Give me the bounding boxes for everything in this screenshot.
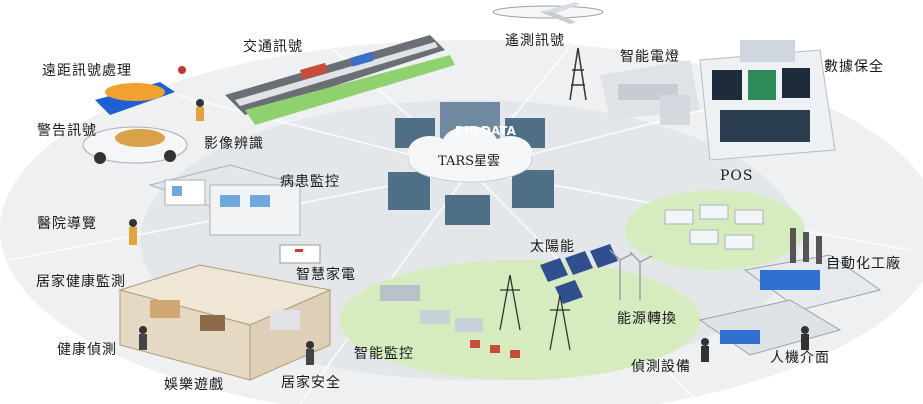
label-data-security: 數據保全 <box>824 59 884 75</box>
label-warning-signal: 警告訊號 <box>37 123 97 139</box>
label-detection-device: 偵測設備 <box>631 359 691 375</box>
label-energy-conversion: 能源轉換 <box>617 311 677 327</box>
label-automated-factory: 自動化工廠 <box>826 256 901 272</box>
label-home-security: 居家安全 <box>281 375 341 391</box>
tars-cloud <box>407 126 533 183</box>
label-image-recognition: 影像辨識 <box>204 136 264 152</box>
label-hospital-guide: 醫院導覽 <box>37 216 97 232</box>
cloud-label: TARS星雲 <box>438 154 500 169</box>
home-cutaway <box>118 264 332 381</box>
person-camera <box>196 99 204 121</box>
power-pylons <box>499 274 571 351</box>
greenhouses <box>664 204 764 250</box>
label-hmi: 人機介面 <box>770 350 830 366</box>
airplane <box>492 2 604 24</box>
label-entertainment: 娛樂遊戲 <box>164 377 224 393</box>
label-smart-appliance: 智慧家電 <box>296 267 356 283</box>
operator-figures <box>701 326 809 362</box>
data-center-building <box>660 40 836 161</box>
label-smart-monitor: 智能監控 <box>354 346 414 362</box>
telemetry-tower <box>569 47 587 101</box>
label-smart-lamp: 智能電燈 <box>620 49 680 65</box>
label-solar: 太陽能 <box>530 239 575 255</box>
traffic-road <box>225 35 455 125</box>
label-traffic-signal: 交通訊號 <box>243 39 303 55</box>
big-badge: BIG <box>455 124 478 138</box>
label-patient-monitoring: 病患監控 <box>280 174 340 190</box>
factory <box>698 228 882 356</box>
data-badge: DATA <box>481 124 517 138</box>
label-home-health: 居家健康監測 <box>36 274 126 290</box>
label-health-detect: 健康偵測 <box>57 342 117 358</box>
label-remote-signal: 遠距訊號處理 <box>42 63 132 79</box>
grass-field-energy <box>340 260 700 380</box>
doctor-figure <box>129 219 137 245</box>
car-remote <box>95 66 186 115</box>
car-warning <box>82 126 188 164</box>
ambulance <box>279 244 321 264</box>
label-pos: POS <box>720 168 754 184</box>
wind-turbines <box>609 249 653 300</box>
label-telemetry-signal: 遙測訊號 <box>505 33 565 49</box>
resident-figure <box>139 326 314 365</box>
town-blocks <box>380 285 520 358</box>
hospital-building <box>148 164 302 236</box>
